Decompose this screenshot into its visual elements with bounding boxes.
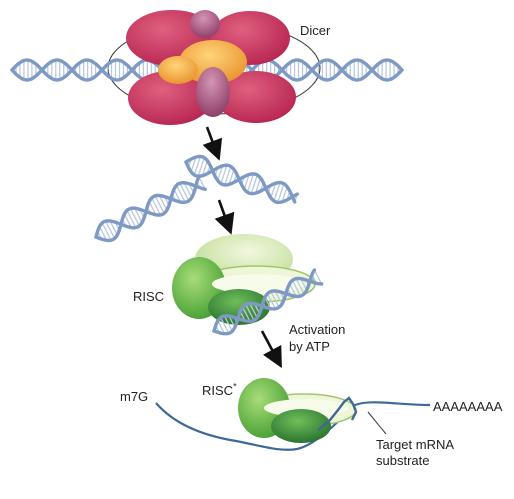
mrna-strand — [155, 401, 431, 451]
helix-base-pair — [123, 213, 132, 228]
arrow-dicing — [202, 126, 223, 161]
helix-base-pair — [277, 183, 285, 203]
helix-strand-b — [184, 154, 299, 205]
helix-strand-b — [94, 174, 201, 239]
helix-base-pair — [273, 182, 281, 202]
sirna-duplex-lower — [94, 174, 207, 243]
risc-active-complex — [238, 378, 358, 443]
target-mrna-label-line2: substrate — [376, 453, 430, 468]
helix-base-pair — [224, 166, 232, 186]
helix-base-pair — [295, 278, 305, 295]
risc-active-label-text: RISC — [202, 383, 234, 398]
helix-base-pair — [193, 156, 202, 176]
helix-base-pair — [313, 269, 323, 285]
helix-base-pair — [281, 186, 288, 203]
helix-base-pair — [179, 182, 190, 202]
risc-active-star: * — [233, 381, 237, 392]
helix-base-pair — [134, 207, 143, 223]
polya-tail-label: AAAAAAAA — [433, 399, 503, 414]
helix-base-pair — [217, 320, 226, 335]
helix-base-pair — [217, 165, 224, 181]
helix-base-pair — [220, 164, 228, 184]
helix-base-pair — [245, 304, 255, 321]
m7g-cap-label: m7G — [120, 389, 149, 404]
helix-base-pair — [220, 317, 230, 334]
dicer-top-cap — [190, 10, 220, 38]
dicer-label: Dicer — [300, 23, 331, 38]
target-mrna-label-line1: Target mRNA — [376, 437, 455, 452]
helix-base-pair — [270, 183, 277, 199]
dicer-lobe-bottom-right — [216, 71, 296, 123]
arrow-to-risc — [214, 199, 235, 235]
helix-base-pair — [173, 188, 182, 203]
dicer-orange-left — [158, 56, 198, 84]
helix-base-pair — [198, 176, 206, 190]
risc-light-band — [212, 274, 304, 294]
risc-complex — [172, 234, 324, 336]
helix-base-pair — [109, 220, 118, 236]
helix-strand-a — [94, 180, 207, 243]
helix-strand-b — [212, 268, 317, 333]
helix-base-pair — [270, 291, 280, 308]
risc-label: RISC — [133, 289, 165, 304]
helix-base-pair — [105, 220, 116, 239]
dicer-complex — [10, 10, 404, 125]
helix-base-pair — [242, 306, 251, 322]
helix-base-pair — [197, 157, 205, 177]
helix-base-pair — [183, 182, 193, 198]
helix-base-pair — [246, 173, 255, 193]
dicer-center-mauve — [196, 67, 230, 117]
dicer-lobe-bottom-left — [128, 71, 212, 125]
helix-base-pair — [98, 226, 108, 241]
helix-base-pair — [129, 208, 140, 227]
helix-base-pair — [254, 177, 262, 194]
guide-strand-on-mrna — [317, 396, 358, 431]
helix-base-pair — [250, 174, 258, 194]
helix-base-pair — [243, 174, 250, 190]
guide-strand — [317, 396, 358, 431]
helix-base-pair — [158, 195, 168, 211]
risc-active-dark-lobe — [271, 409, 331, 443]
risc-active-label: RISC* — [202, 381, 237, 399]
helix-base-pair — [101, 222, 112, 241]
helix-base-pair — [126, 210, 137, 228]
helix-base-pair — [190, 156, 197, 173]
helix-base-pair — [154, 195, 165, 214]
helix-base-pair — [249, 303, 258, 318]
helix-base-pair — [289, 283, 297, 297]
helix-strand-a — [212, 276, 324, 336]
arrow-activation — [260, 330, 282, 369]
helix-base-pair — [291, 280, 302, 297]
helix-base-pair — [266, 293, 276, 310]
activation-label-line2: by ATP — [289, 339, 330, 354]
helix-base-pair — [151, 197, 161, 216]
target-leader-line — [367, 411, 387, 435]
helix-base-pair — [228, 169, 235, 185]
risc-bound-sirna — [212, 268, 324, 336]
helix-base-pair — [223, 315, 233, 332]
helix-base-pair — [274, 290, 283, 305]
helix-base-pair — [148, 201, 157, 216]
helix-strand-a — [184, 160, 297, 204]
helix-base-pair — [201, 160, 209, 176]
sirna-duplex-upper — [184, 154, 299, 205]
helix-base-pair — [175, 185, 186, 203]
activation-label-line1: Activation — [289, 322, 346, 337]
